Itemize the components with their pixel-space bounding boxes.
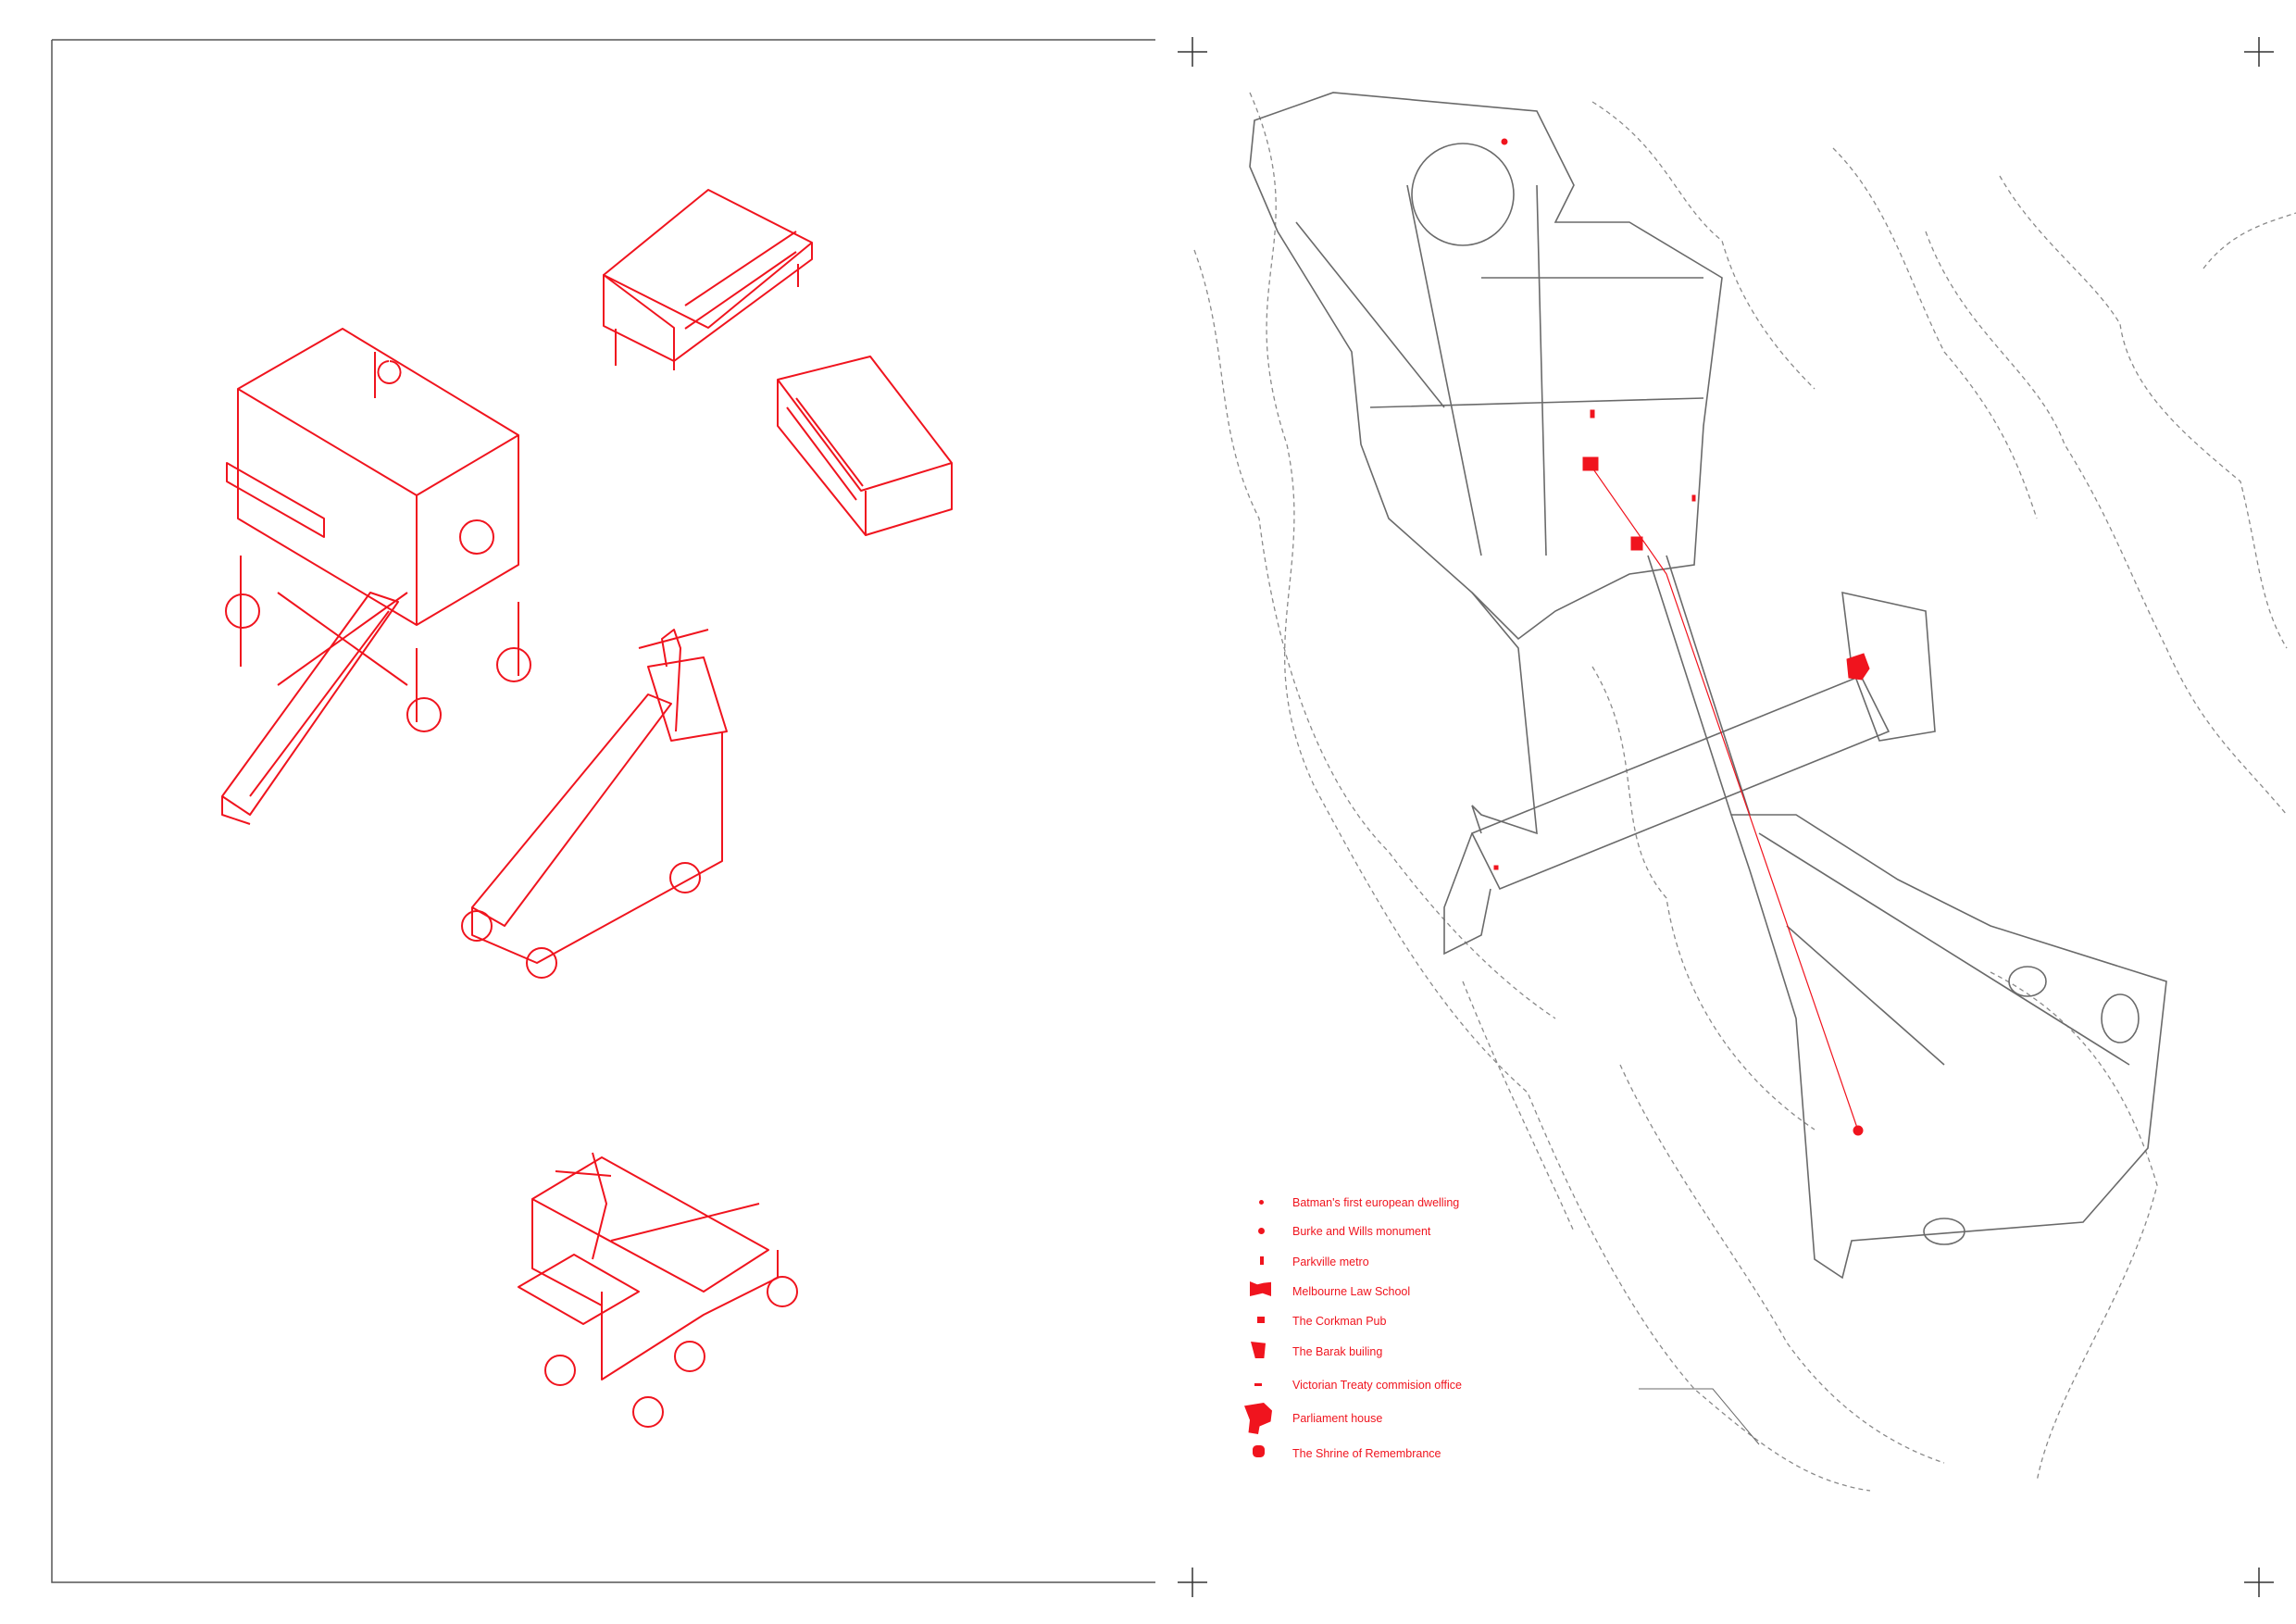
parliament-swatch-icon [1244, 1403, 1272, 1434]
left-panel-frame [51, 39, 1155, 1583]
crop-marks [1178, 37, 2274, 1597]
legend-item: The Corkman Pub [1241, 1313, 1518, 1333]
legend-label: Melbourne Law School [1292, 1285, 1411, 1298]
legend-label: Batman's first european dwelling [1292, 1196, 1460, 1209]
legend-item: The Barak builing [1241, 1342, 1518, 1364]
law-school-swatch-icon [1250, 1281, 1271, 1296]
legend-item: Parliament house [1241, 1403, 1518, 1434]
legend-label: Parkville metro [1292, 1255, 1369, 1268]
legend-item: Victorian Treaty commision office [1241, 1377, 1518, 1397]
legend-item: The Shrine of Remembrance [1241, 1445, 1518, 1466]
stair-cart-module [461, 629, 728, 979]
metro-swatch-icon [1260, 1256, 1264, 1265]
bench-module-right [777, 356, 953, 536]
legend-item: Melbourne Law School [1241, 1281, 1518, 1304]
bench-module-top [603, 189, 813, 370]
legend-label: The Corkman Pub [1292, 1315, 1387, 1328]
pub-swatch-icon [1257, 1317, 1265, 1323]
legend-label: The Barak builing [1292, 1345, 1383, 1358]
tower-module [221, 328, 531, 825]
barak-swatch-icon [1251, 1342, 1266, 1358]
legend-label: Victorian Treaty commision office [1292, 1379, 1462, 1392]
shrine-swatch-icon [1253, 1445, 1265, 1457]
legend-item: Burke and Wills monument [1241, 1223, 1518, 1243]
treaty-office-swatch-icon [1254, 1383, 1262, 1386]
person-cart-module [518, 1152, 798, 1428]
city-street-network [1249, 92, 2167, 1445]
legend-item: Parkville metro [1241, 1254, 1518, 1274]
legend-label: Burke and Wills monument [1292, 1225, 1431, 1238]
map [1193, 92, 2296, 1492]
legend-label: Parliament house [1292, 1412, 1383, 1425]
monument-swatch-icon [1258, 1228, 1265, 1234]
legend-item: Batman's first european dwelling [1241, 1194, 1518, 1215]
dwelling-swatch-icon [1259, 1200, 1264, 1205]
legend-label: The Shrine of Remembrance [1292, 1447, 1441, 1460]
map-red-markers [1493, 138, 1870, 1136]
